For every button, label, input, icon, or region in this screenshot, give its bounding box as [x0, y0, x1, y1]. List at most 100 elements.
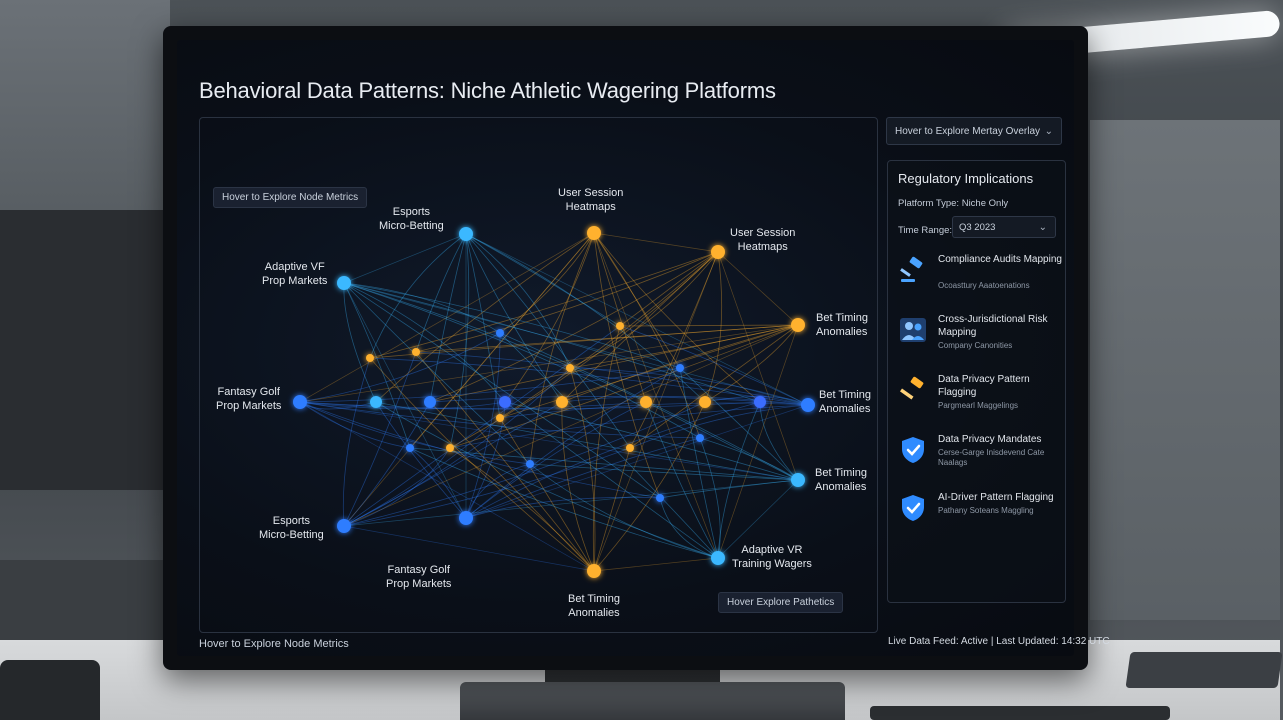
graph-edge — [465, 233, 631, 449]
graph-edge — [449, 324, 799, 449]
background-cabinet — [0, 560, 165, 640]
graph-edge — [593, 232, 719, 253]
node-vr-bottom[interactable] — [711, 551, 725, 565]
node-session-top[interactable] — [587, 226, 601, 240]
graph-edge — [717, 401, 761, 559]
inner-node[interactable] — [370, 396, 382, 408]
inner-node[interactable] — [406, 444, 414, 452]
inner-node[interactable] — [446, 444, 454, 452]
footer-hint: Hover to Explore Node Metrics — [199, 638, 349, 650]
inner-node[interactable] — [754, 396, 766, 408]
inner-node[interactable] — [656, 494, 664, 502]
inner-node[interactable] — [676, 364, 684, 372]
graph-edge — [465, 233, 809, 406]
inner-node[interactable] — [496, 414, 504, 422]
graph-edge — [343, 479, 799, 527]
graph-edge — [429, 233, 467, 403]
users-icon — [900, 318, 926, 342]
node-golf-left[interactable] — [293, 395, 307, 409]
inner-node[interactable] — [496, 329, 504, 337]
graph-edge — [529, 463, 719, 559]
pathetics-hint[interactable]: Hover Explore Pathetics — [718, 592, 844, 613]
graph-edge — [415, 351, 595, 572]
inner-node[interactable] — [412, 348, 420, 356]
graph-edge — [465, 463, 531, 519]
dashboard-screen: Behavioral Data Patterns: Niche Athletic… — [177, 40, 1110, 656]
graph-edge — [343, 232, 595, 527]
graph-edge — [375, 232, 595, 403]
graph-edge — [593, 232, 661, 499]
graph-edge — [717, 251, 799, 326]
graph-edge — [645, 401, 799, 481]
inner-node[interactable] — [556, 396, 568, 408]
inner-node[interactable] — [424, 396, 436, 408]
panel-title: Regulatory Implications — [898, 171, 1034, 186]
graph-edge — [499, 251, 719, 419]
graph-edge — [593, 232, 681, 369]
graph-edge — [499, 232, 595, 334]
chevron-down-icon: ⌄ — [1038, 222, 1047, 233]
keyboard — [870, 706, 1170, 720]
graph-edge — [704, 324, 799, 403]
graph-edge — [504, 401, 799, 481]
node-timing-r2[interactable] — [801, 398, 815, 412]
node-timing-r1[interactable] — [791, 318, 805, 332]
graph-edge — [369, 233, 467, 359]
graph-edge — [561, 401, 595, 572]
node-esports-top[interactable] — [459, 227, 473, 241]
graph-edge — [619, 251, 719, 327]
graph-edge — [343, 324, 799, 527]
time-range-dropdown[interactable]: Q3 2023 ⌄ — [952, 216, 1056, 238]
graph-edge — [561, 251, 719, 403]
graph-edge — [465, 437, 701, 519]
inner-node[interactable] — [699, 396, 711, 408]
inner-node[interactable] — [626, 444, 634, 452]
graph-edge — [343, 447, 631, 527]
graph-edge — [299, 232, 595, 403]
overlay-dropdown[interactable]: Hover to Explore Mertay Overlay ⌄ — [886, 117, 1062, 145]
node-vr-left[interactable] — [337, 276, 351, 290]
graph-edge — [299, 401, 799, 481]
inner-node[interactable] — [366, 354, 374, 362]
graph-edge — [645, 401, 719, 559]
graph-edge — [465, 233, 501, 419]
network-graph[interactable] — [200, 118, 877, 632]
graph-edge — [593, 232, 647, 403]
graph-edge — [299, 401, 411, 449]
inner-node[interactable] — [640, 396, 652, 408]
graph-edge — [529, 232, 595, 465]
graph-edge — [465, 233, 621, 327]
graph-edge — [659, 479, 799, 499]
graph-edge — [369, 251, 719, 359]
inner-node[interactable] — [696, 434, 704, 442]
node-timing-bottom[interactable] — [587, 564, 601, 578]
graph-edge — [429, 324, 799, 403]
node-esports-bottom[interactable] — [337, 519, 351, 533]
node-timing-r3[interactable] — [791, 473, 805, 487]
graph-edge — [343, 401, 706, 527]
monitor: Behavioral Data Patterns: Niche Athletic… — [163, 26, 1110, 670]
graph-edge — [343, 282, 681, 369]
regulatory-panel: Regulatory Implications Platform Type: N… — [887, 160, 1066, 603]
inner-node[interactable] — [499, 396, 511, 408]
graph-edge — [299, 401, 506, 410]
inner-node[interactable] — [616, 322, 624, 330]
inner-node[interactable] — [526, 460, 534, 468]
graph-edge — [679, 367, 719, 559]
graph-edge — [629, 324, 799, 449]
node-golf-bottom[interactable] — [459, 511, 473, 525]
node-session-right[interactable] — [711, 245, 725, 259]
inner-node[interactable] — [566, 364, 574, 372]
